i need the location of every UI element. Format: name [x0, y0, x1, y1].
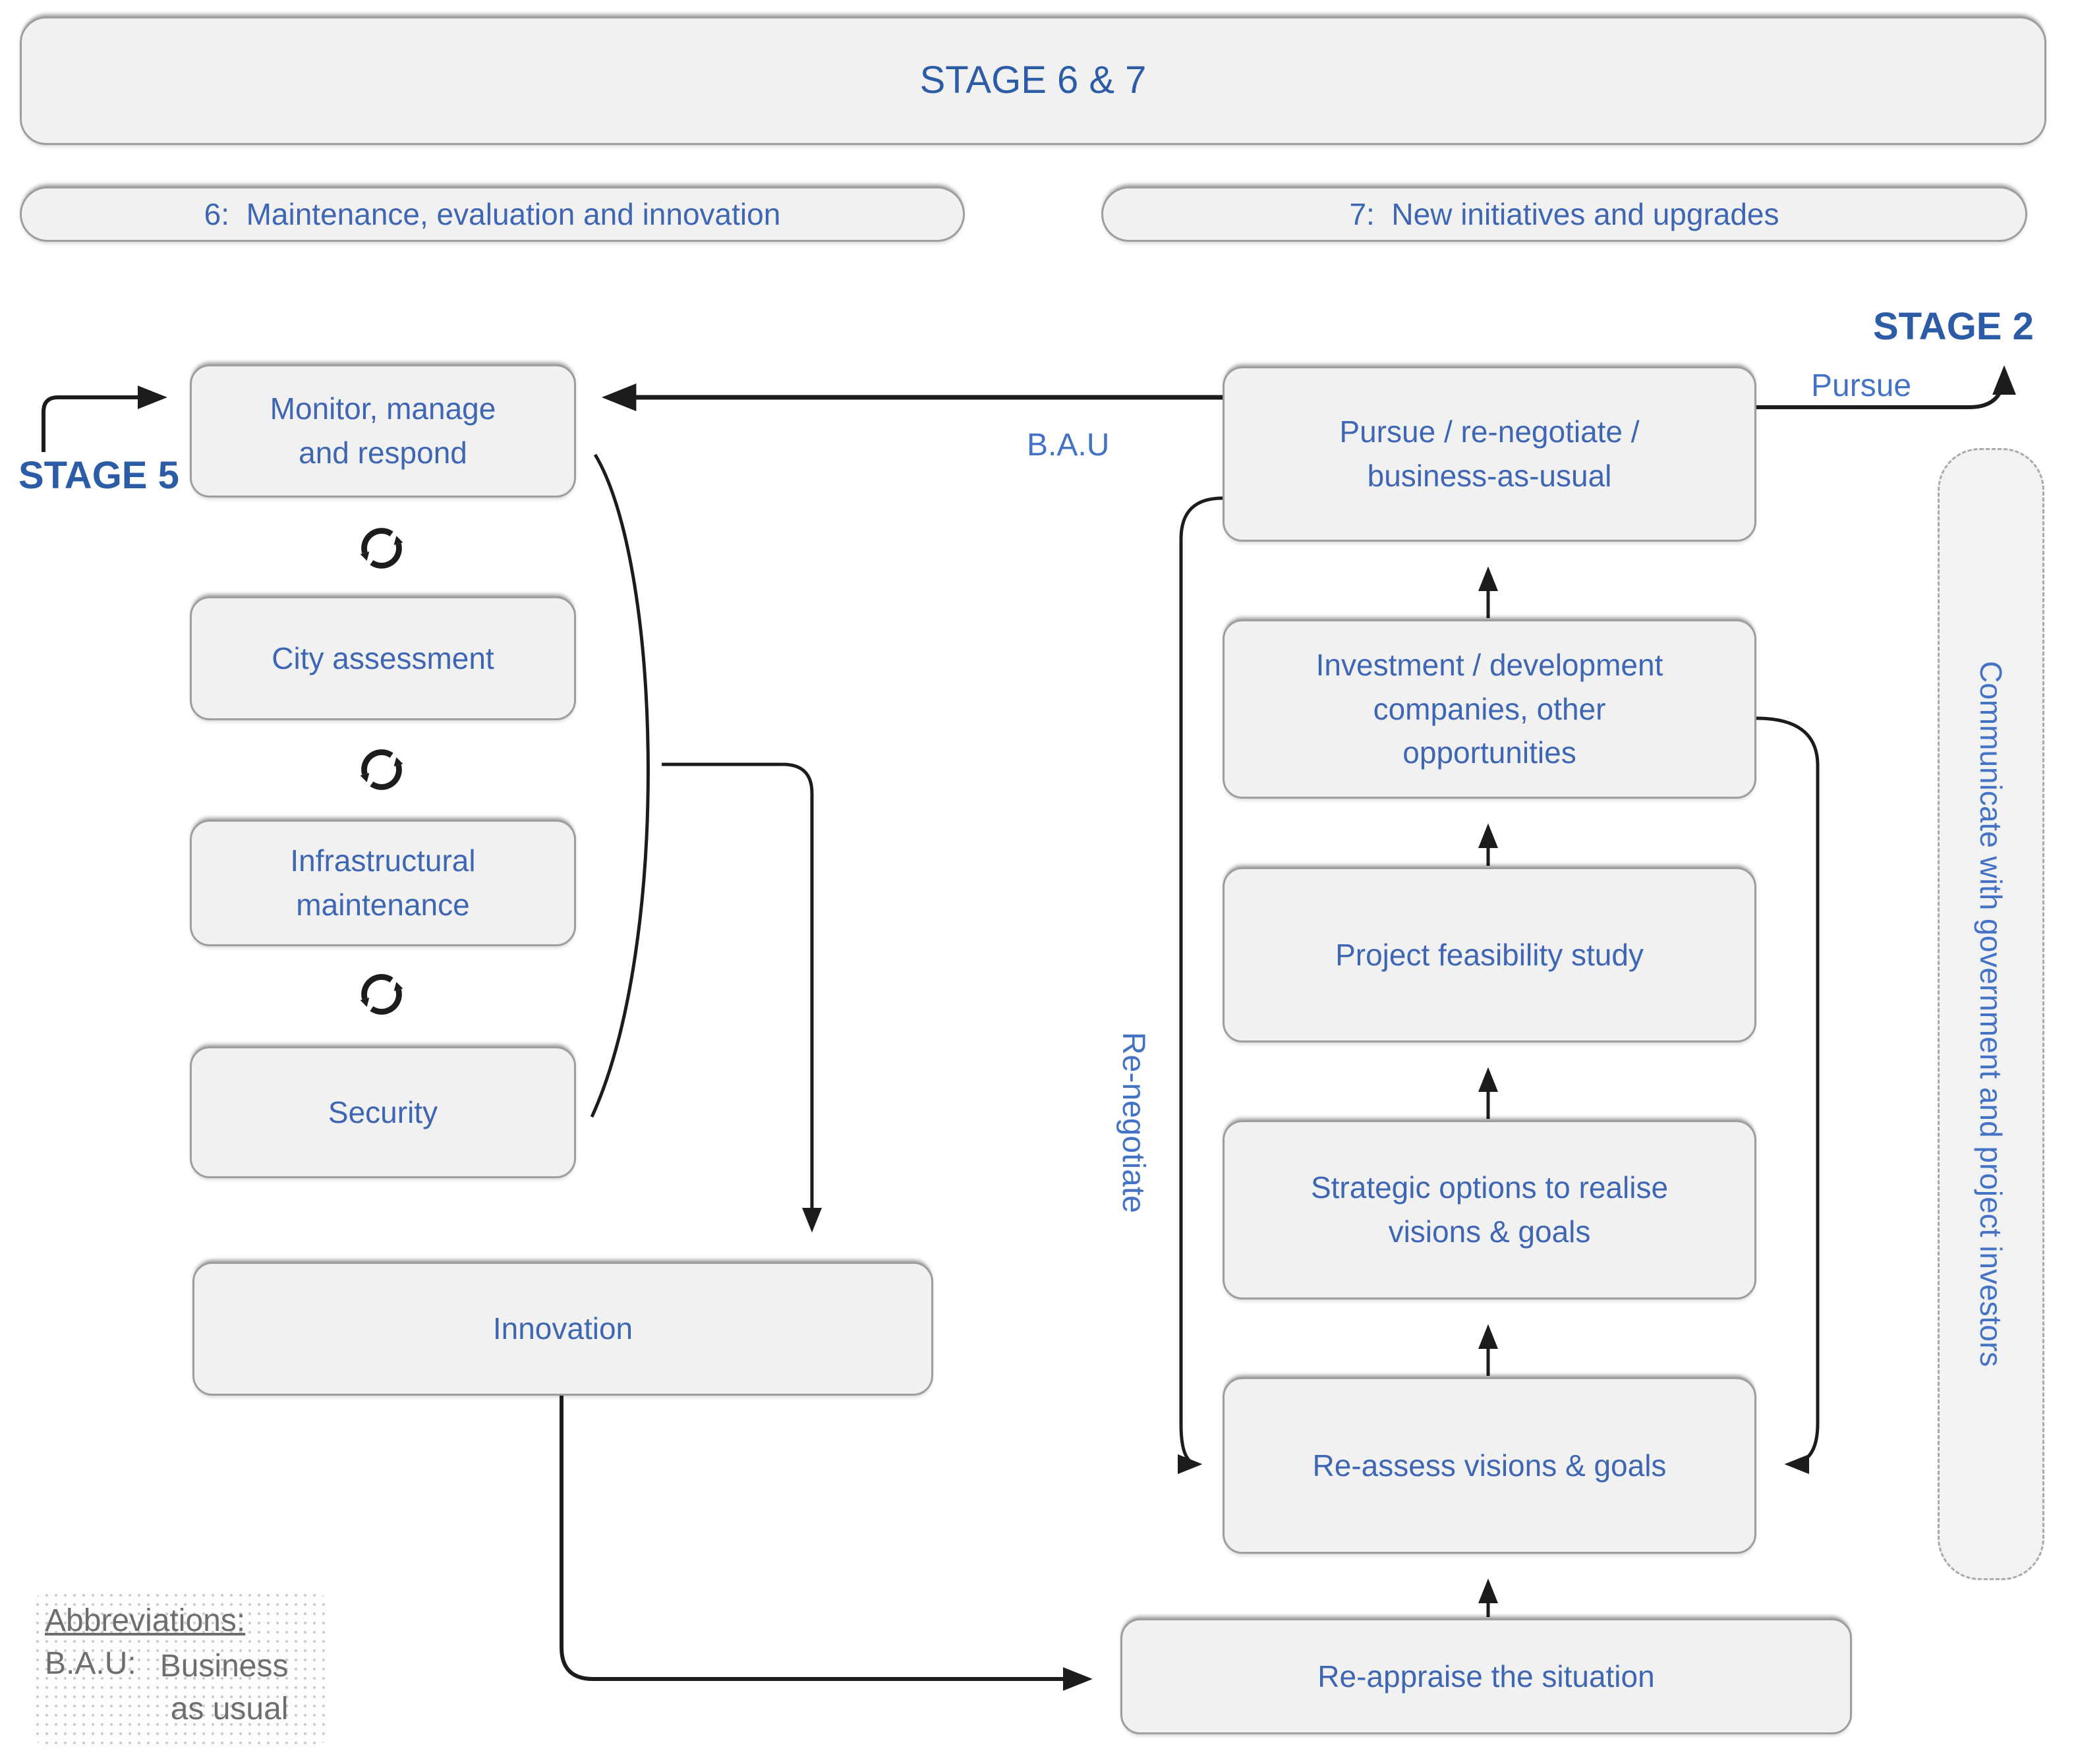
node-label: City assessment [272, 640, 494, 675]
label-bau-edge: B.A.U [1027, 428, 1110, 463]
node-label: Strategic options to realise [1310, 1170, 1669, 1205]
node-strategic-options: Strategic options to realise visions & g… [1223, 1120, 1756, 1299]
track-header-stage7: 7: New initiatives and upgrades [1101, 186, 2027, 242]
node-label: Infrastructural [290, 843, 476, 878]
node-monitor-manage-respond: Monitor, manage and respond [190, 364, 576, 498]
edge-stage5-to-monitor [42, 385, 167, 452]
node-label: Monitor, manage [270, 391, 496, 426]
node-label: Security [328, 1095, 438, 1129]
edge-left-column-brace [590, 453, 650, 1118]
node-label: Project feasibility study [1335, 937, 1644, 972]
legend-heading: Abbreviations: [45, 1603, 246, 1638]
node-label: maintenance [296, 888, 470, 922]
node-innovation: Innovation [192, 1262, 933, 1396]
node-label: Pursue / re-negotiate / [1339, 414, 1640, 449]
node-investment-development: Investment / development companies, othe… [1223, 619, 1756, 799]
legend-definition: Business as usual [160, 1645, 289, 1731]
legend-definition-line: as usual [170, 1691, 289, 1726]
legend-term: B.A.U: [45, 1646, 136, 1681]
node-label: opportunities [1402, 735, 1576, 770]
track-header-stage6: 6: Maintenance, evaluation and innovatio… [20, 186, 965, 242]
label-pursue-edge: Pursue [1811, 368, 1912, 403]
node-project-feasibility-study: Project feasibility study [1223, 867, 1756, 1042]
legend-entry: B.A.U: Business as usual [45, 1645, 319, 1731]
label-stage2: STAGE 2 [1873, 305, 2034, 348]
abbreviations-legend: Abbreviations: B.A.U: Business as usual [33, 1591, 328, 1748]
node-reappraise-situation: Re-appraise the situation [1120, 1618, 1852, 1734]
cycle-icon [360, 749, 403, 790]
label-renegotiate-edge: Re-negotiate [1116, 1032, 1151, 1213]
node-infrastructural-maintenance: Infrastructural maintenance [190, 820, 576, 946]
node-label: visions & goals [1388, 1214, 1591, 1249]
legend-definition-line: Business [159, 1649, 289, 1684]
track-header-stage7-label: 7: New initiatives and upgrades [1349, 196, 1779, 231]
node-label: Re-assess visions & goals [1312, 1448, 1667, 1483]
edge-renegotiate-loop [1177, 496, 1223, 1474]
track-header-stage6-label: 6: Maintenance, evaluation and innovatio… [204, 196, 781, 231]
cycle-icon [360, 528, 403, 569]
page-title: STAGE 6 & 7 [919, 59, 1147, 102]
node-label: Innovation [492, 1311, 633, 1346]
node-label: Re-appraise the situation [1317, 1659, 1655, 1693]
label-stage5: STAGE 5 [18, 454, 179, 497]
node-label: Communicate with government and project … [1974, 661, 2008, 1367]
cycle-icon [360, 974, 403, 1015]
header-stage-6-7: STAGE 6 & 7 [20, 16, 2046, 145]
node-label: Investment / development [1315, 647, 1663, 682]
node-communicate-government-investors: Communicate with government and project … [1938, 448, 2044, 1580]
edge-innovation-to-reappraise [560, 1396, 1093, 1691]
node-label: companies, other [1373, 691, 1606, 726]
node-pursue-renegotiate-bau: Pursue / re-negotiate / business-as-usua… [1223, 366, 1756, 542]
edge-investment-to-reassess-loop [1756, 716, 1820, 1474]
edge-brace-to-innovation [662, 762, 822, 1233]
node-city-assessment: City assessment [190, 596, 576, 720]
node-reassess-visions-goals: Re-assess visions & goals [1223, 1377, 1756, 1554]
node-label: and respond [299, 436, 467, 470]
node-security: Security [190, 1046, 576, 1178]
node-label: business-as-usual [1367, 459, 1612, 493]
